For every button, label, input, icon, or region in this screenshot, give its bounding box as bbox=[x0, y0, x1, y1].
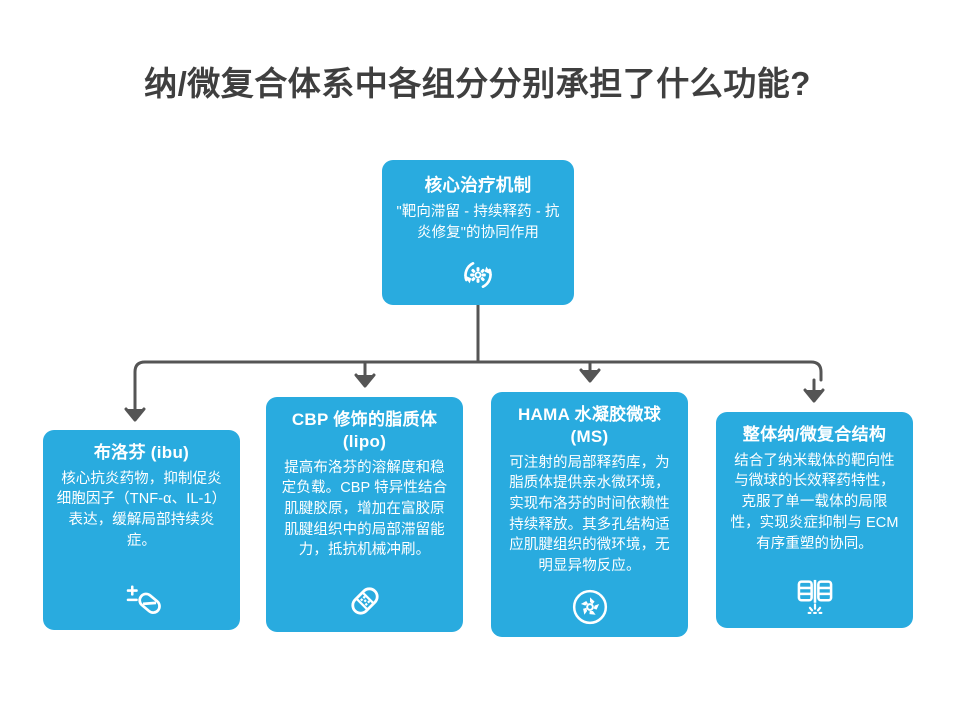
node-cbp-liposome[interactable]: CBP 修饰的脂质体 (lipo) 提高布洛芬的溶解度和稳定负载。CBP 特异性… bbox=[266, 397, 463, 632]
arrowhead-4 bbox=[803, 388, 825, 403]
node-description: "靶向滞留 - 持续释药 - 抗炎修复"的协同作用 bbox=[396, 204, 560, 241]
node-nano-micro-composite[interactable]: 整体纳/微复合结构 结合了纳米载体的靶向性与微球的长效释药特性，克服了单一载体的… bbox=[716, 412, 913, 628]
arrowhead-3 bbox=[579, 368, 601, 383]
bandage-icon bbox=[344, 571, 386, 622]
arrowhead-2 bbox=[354, 373, 376, 388]
arrowhead-fill-3 bbox=[581, 370, 599, 382]
node-ibuprofen[interactable]: 布洛芬 (ibu) 核心抗炎药物，抑制促炎细胞因子（TNF-α、IL-1）表达，… bbox=[43, 430, 240, 630]
pill-plus-minus-icon bbox=[120, 575, 164, 620]
arrowhead-fill-1 bbox=[126, 409, 144, 421]
node-description: 提高布洛芬的溶解度和稳定负载。CBP 特异性结合肌腱胶原，增加在富胶原肌腱组织中… bbox=[281, 459, 448, 559]
page-title: 纳/微复合体系中各组分分别承担了什么功能? bbox=[144, 65, 811, 102]
node-description: 结合了纳米载体的靶向性与微球的长效释药特性，克服了单一载体的局限性，实现炎症抑制… bbox=[730, 452, 899, 552]
node-description: 核心抗炎药物，抑制促炎细胞因子（TNF-α、IL-1）表达，缓解局部持续炎症。 bbox=[56, 470, 227, 549]
node-title: 核心治疗机制 bbox=[424, 175, 532, 195]
node-hama-microsphere[interactable]: HAMA 水凝胶微球 (MS) 可注射的局部释药库，为脂质体提供亲水微环境，实现… bbox=[491, 392, 688, 637]
composite-structure-icon bbox=[793, 565, 837, 618]
arrowhead-fill-2 bbox=[356, 375, 374, 387]
arrowhead-1 bbox=[124, 407, 146, 422]
node-description: 可注射的局部释药库，为脂质体提供亲水微环境，实现布洛芬的时间依赖性持续释放。其多… bbox=[509, 454, 670, 575]
node-title: 布洛芬 (ibu) bbox=[93, 443, 190, 462]
node-title: 整体纳/微复合结构 bbox=[742, 425, 887, 444]
connector-horizontal-bar bbox=[133, 360, 823, 382]
microsphere-circle-icon bbox=[570, 578, 610, 627]
node-title: HAMA 水凝胶微球 (MS) bbox=[517, 405, 662, 446]
node-core-mechanism[interactable]: 核心治疗机制 "靶向滞留 - 持续释药 - 抗炎修复"的协同作用 bbox=[382, 160, 574, 305]
node-title: CBP 修饰的脂质体 (lipo) bbox=[291, 410, 438, 451]
arrowhead-fill-4 bbox=[805, 390, 823, 402]
gear-sync-icon bbox=[458, 246, 498, 295]
